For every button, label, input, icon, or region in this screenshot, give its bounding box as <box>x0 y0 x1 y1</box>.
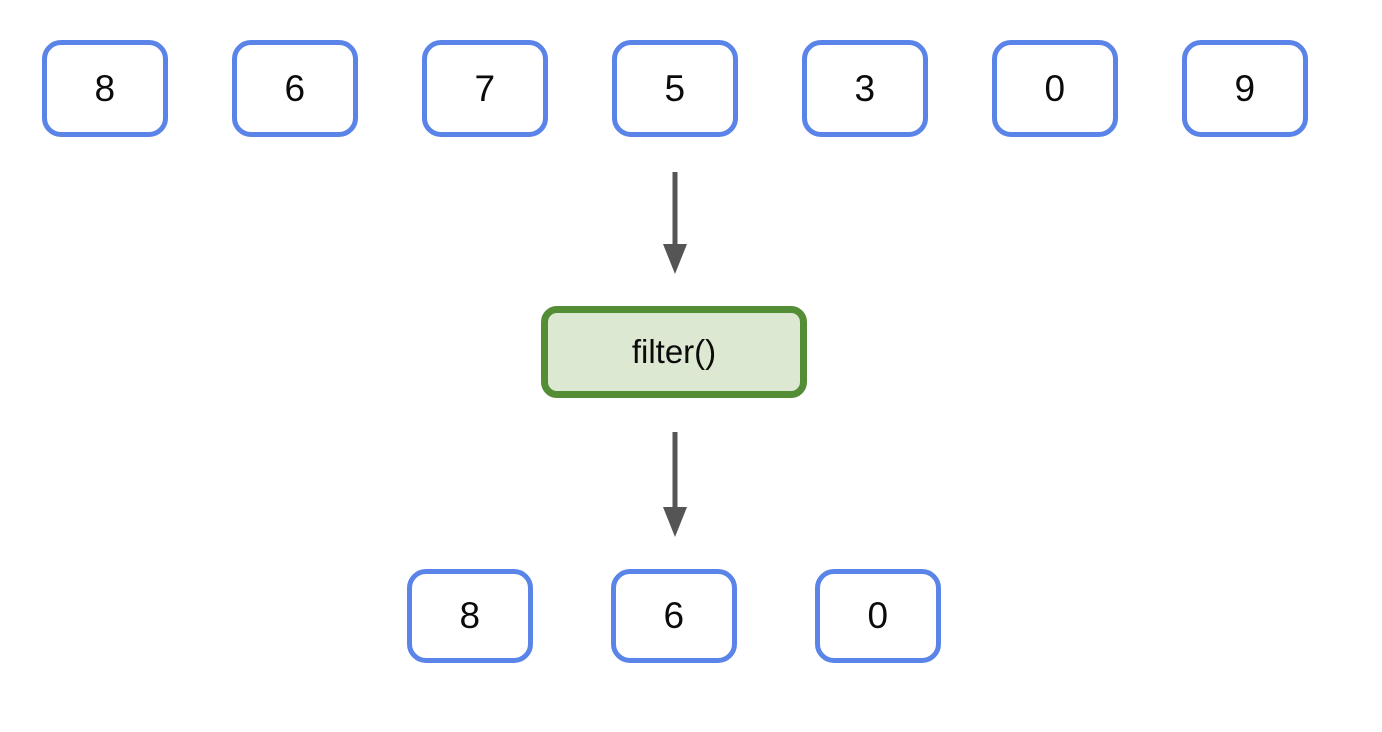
input-value-box[interactable]: 3 <box>802 40 928 137</box>
input-stream-row: 8 6 7 5 3 0 9 <box>42 40 1308 137</box>
input-value-box[interactable]: 6 <box>232 40 358 137</box>
output-value-box[interactable]: 0 <box>815 569 941 663</box>
input-value-box[interactable]: 7 <box>422 40 548 137</box>
output-value-box[interactable]: 6 <box>611 569 737 663</box>
arrow-down-icon <box>663 172 687 274</box>
input-value-box[interactable]: 9 <box>1182 40 1308 137</box>
output-value-label: 8 <box>459 595 481 636</box>
output-value-label: 6 <box>663 595 685 636</box>
input-value-box[interactable]: 5 <box>612 40 738 137</box>
output-stream-row: 8 6 0 <box>407 569 941 663</box>
input-value-label: 9 <box>1234 67 1256 109</box>
filter-operation-box[interactable]: filter() <box>541 306 807 398</box>
input-value-label: 3 <box>854 67 876 109</box>
input-value-label: 0 <box>1044 67 1066 109</box>
input-value-label: 6 <box>284 67 306 109</box>
output-value-label: 0 <box>867 595 889 636</box>
input-value-label: 5 <box>664 67 686 109</box>
input-value-label: 8 <box>94 67 116 109</box>
input-value-label: 7 <box>474 67 496 109</box>
input-value-box[interactable]: 0 <box>992 40 1118 137</box>
output-value-box[interactable]: 8 <box>407 569 533 663</box>
arrow-down-icon <box>663 432 687 537</box>
filter-operation-label: filter() <box>631 333 717 370</box>
input-value-box[interactable]: 8 <box>42 40 168 137</box>
